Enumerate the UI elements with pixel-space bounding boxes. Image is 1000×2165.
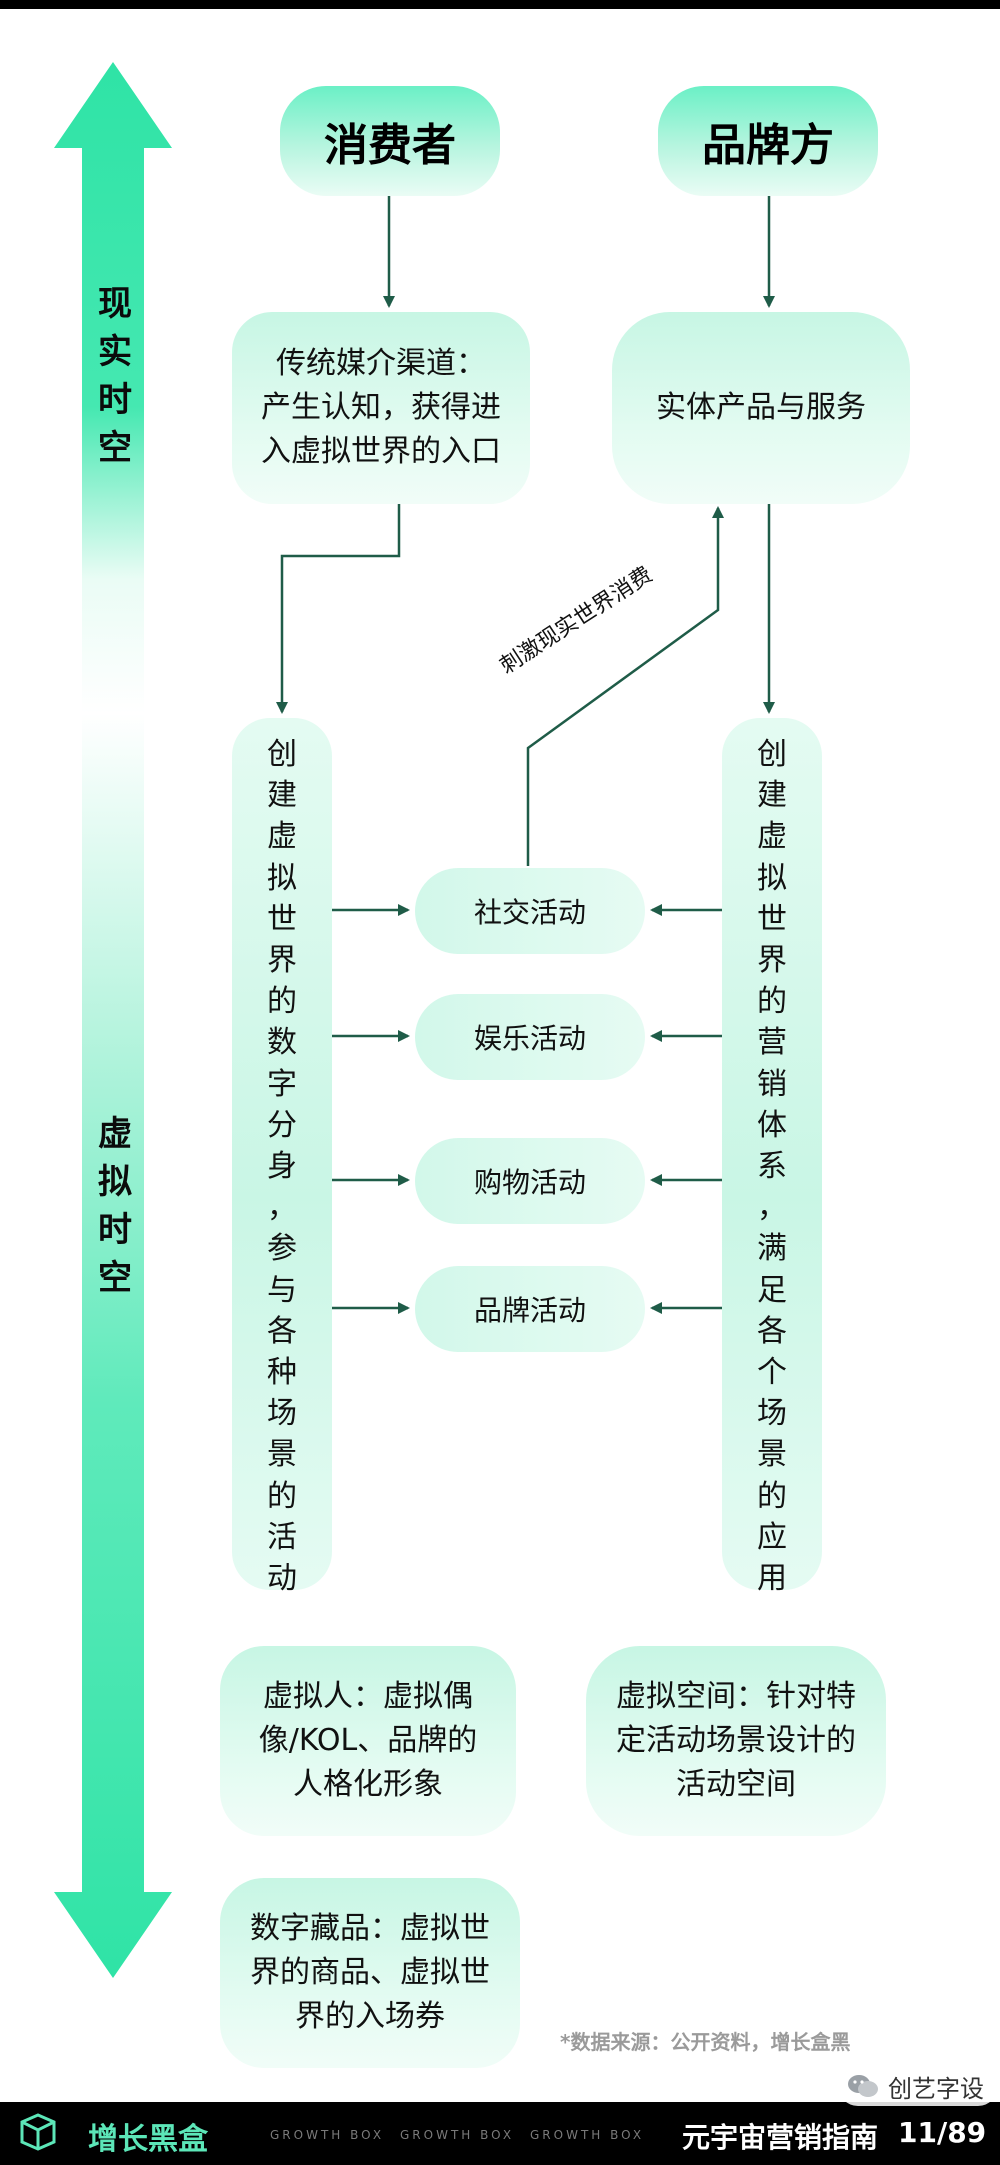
wechat-watermark: 创艺字设 — [838, 2066, 998, 2106]
consumer-virtual-box — [232, 718, 332, 1590]
activity-brand: 品牌活动 — [415, 1266, 645, 1352]
guide-title: 元宇宙营销指南 — [682, 2121, 879, 2154]
footer-tagline-2: GROWTH BOX — [400, 2128, 515, 2142]
wechat-account-name: 创艺字设 — [888, 2074, 984, 2103]
page-number: 11/89 — [898, 2116, 987, 2149]
virtual-human-box: 虚拟人：虚拟偶 像/KOL、品牌的 人格化形象 — [220, 1646, 516, 1836]
data-source-note: *数据来源：公开资料，增长盒黑 — [560, 2030, 851, 2054]
consumer-pill: 消费者 — [280, 86, 500, 196]
arrow-down-icon — [276, 504, 401, 714]
physical-products-box: 实体产品与服务 — [612, 312, 910, 504]
activity-social: 社交活动 — [415, 868, 645, 954]
top-bar — [0, 0, 1000, 9]
wechat-icon — [848, 2075, 878, 2097]
footer-brand: 增长黑盒 — [88, 2122, 208, 2157]
footer-tagline-1: GROWTH BOX — [270, 2128, 385, 2142]
real-space-label: 现 实 时 空 — [98, 284, 132, 468]
virtual-space-box: 虚拟空间：针对特 定活动场景设计的 活动空间 — [586, 1646, 886, 1836]
nft-box: 数字藏品：虚拟世 界的商品、虚拟世 界的入场券 — [220, 1878, 520, 2068]
brand-virtual-box — [722, 718, 822, 1590]
growth-box-logo-icon — [20, 2113, 56, 2151]
virtual-space-label: 虚 拟 时 空 — [98, 1114, 132, 1298]
brand-pill: 品牌方 — [658, 86, 878, 196]
activity-shopping: 购物活动 — [415, 1138, 645, 1224]
traditional-media-box: 传统媒介渠道： 产生认知，获得进 入虚拟世界的入口 — [232, 312, 530, 504]
brand-virtual-text: 创 建 虚 拟 世 界 的 营 销 体 系 ， 满 足 各 个 场 景 的 应 … — [757, 737, 787, 1597]
arrow-up-icon — [526, 506, 724, 866]
footer-tagline-3: GROWTH BOX — [530, 2128, 645, 2142]
footer-bar: 增长黑盒 GROWTH BOX GROWTH BOX GROWTH BOX 元宇… — [0, 2102, 1000, 2165]
activity-entertainment: 娱乐活动 — [415, 994, 645, 1080]
consumer-virtual-text: 创 建 虚 拟 世 界 的 数 字 分 身 ， 参 与 各 种 场 景 的 活 … — [267, 737, 297, 1597]
